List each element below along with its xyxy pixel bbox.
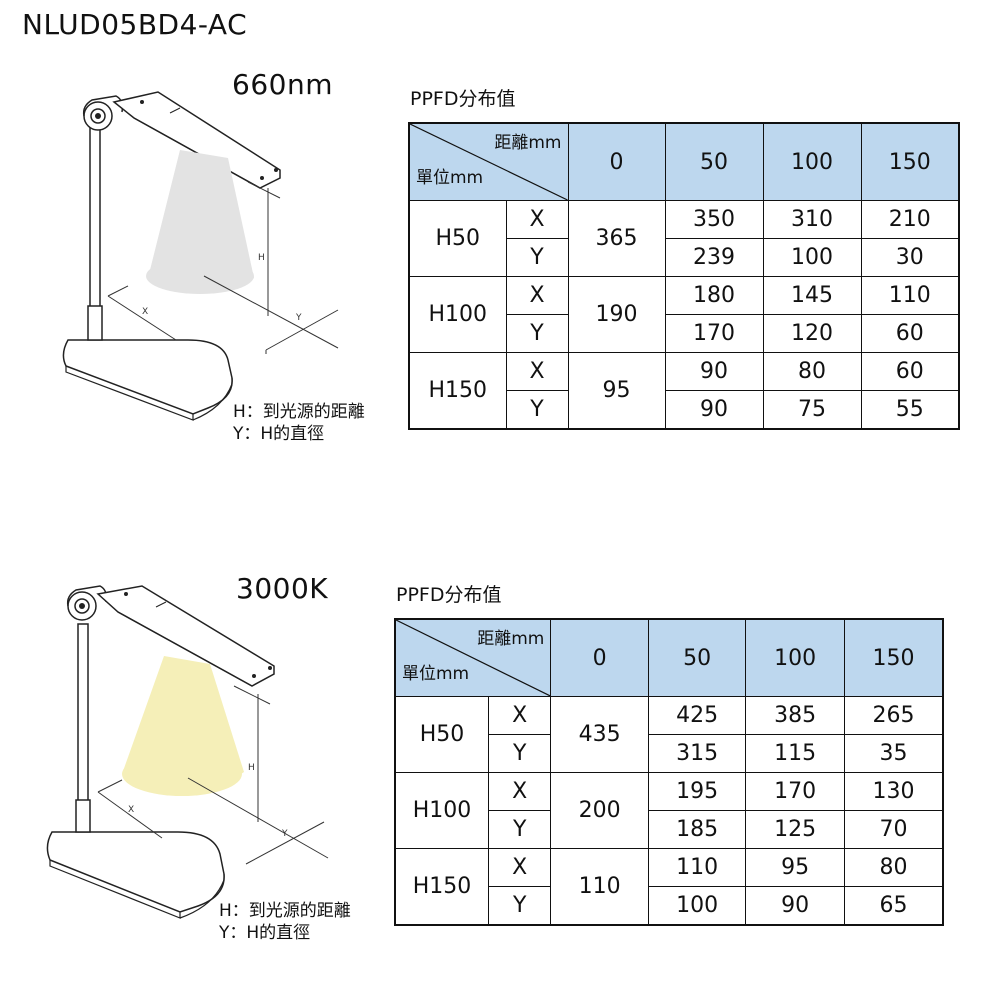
table-cell: 310 [762,200,862,239]
table-cell: 110 [860,276,960,315]
table-cell: 195 [647,772,747,811]
legend-y: Y：H的直徑 [219,923,311,943]
legend-y: Y：H的直徑 [233,424,325,444]
row-height-label: H100 [408,276,507,353]
legend-h: H：到光源的距離 [219,901,351,921]
table-cell: 125 [745,810,845,849]
column-header: 0 [550,618,649,697]
table-cell: 239 [664,238,764,277]
table-cell: 425 [647,696,747,735]
axis-y: Y [487,734,552,773]
x-dim-label: X [128,805,134,815]
model-title: NLUD05BD4-AC [22,8,248,41]
table-cell: 60 [860,352,960,391]
row-height-label: H100 [394,772,489,849]
table-cell: 90 [745,886,845,926]
table-cell: 315 [647,734,747,773]
center-value: 435 [550,696,649,773]
corner-unit: 單位mm [402,664,470,684]
table-cell: 90 [664,352,764,391]
spec-label: 660nm [232,68,333,101]
axis-y: Y [487,886,552,926]
table-cell: 385 [745,696,845,735]
table-cell: 110 [647,848,747,887]
center-value: 200 [550,772,649,849]
axis-x: X [505,352,569,391]
corner-distance: 距離mm [477,629,545,649]
center-value: 95 [567,352,666,430]
column-header: 150 [860,122,960,201]
table-corner: 距離mm 單位mm [394,618,552,697]
table-cell: 170 [664,314,764,353]
axis-y: Y [505,314,569,353]
center-value: 190 [567,276,666,353]
table-cell: 55 [860,390,960,430]
center-value: 365 [567,200,666,277]
row-height-label: H50 [394,696,489,773]
corner-unit: 單位mm [416,168,484,188]
axis-y: Y [505,390,569,430]
table-cell: 65 [843,886,944,926]
table-cell: 100 [647,886,747,926]
ppfd-title: PPFD分布值 [410,88,516,110]
corner-distance: 距離mm [494,133,562,153]
legend: H：到光源的距離 Y：H的直徑 [219,900,351,944]
table-cell: 30 [860,238,960,277]
column-header: 100 [745,618,845,697]
column-header: 150 [843,618,944,697]
ppfd-table: 距離mm 單位mm 0 50 100 150 H50 X 365 350 310… [408,122,960,430]
axis-y: Y [505,238,569,277]
axis-x: X [487,696,552,735]
center-value: 110 [550,848,649,926]
lamp-diagram: H X Y [62,91,339,421]
table-cell: 145 [762,276,862,315]
table-cell: 210 [860,200,960,239]
section-3000k: 3000K H X Y H：到光源的 [0,558,1000,978]
row-height-label: H150 [408,352,507,430]
x-dim-label: X [142,307,148,317]
table-cell: 60 [860,314,960,353]
table-cell: 350 [664,200,764,239]
axis-x: X [487,772,552,811]
column-header: 50 [664,122,764,201]
table-cell: 180 [664,276,764,315]
table-cell: 170 [745,772,845,811]
y-dim-label: Y [281,829,288,839]
table-cell: 80 [843,848,944,887]
legend-h: H：到光源的距離 [233,402,365,422]
ppfd-table: 距離mm 單位mm 0 50 100 150 H50 X 435 425 385… [394,618,944,926]
axis-x: X [505,200,569,239]
table-cell: 75 [762,390,862,430]
row-height-label: H50 [408,200,507,277]
table-cell: 130 [843,772,944,811]
legend: H：到光源的距離 Y：H的直徑 [233,401,365,445]
ppfd-title: PPFD分布值 [396,584,502,606]
row-height-label: H150 [394,848,489,926]
table-cell: 120 [762,314,862,353]
spec-label: 3000K [236,572,329,605]
column-header: 100 [762,122,862,201]
table-corner: 距離mm 單位mm [408,122,569,201]
h-dim-label: H [248,763,255,773]
table-cell: 100 [762,238,862,277]
column-header: 50 [647,618,747,697]
column-header: 0 [567,122,666,201]
axis-y: Y [487,810,552,849]
axis-x: X [487,848,552,887]
axis-x: X [505,276,569,315]
table-cell: 90 [664,390,764,430]
table-cell: 70 [843,810,944,849]
table-cell: 35 [843,734,944,773]
section-660nm: 660nm H X Y H [0,60,1000,480]
y-dim-label: Y [295,313,302,323]
lamp-diagram: H X Y [46,585,329,919]
table-cell: 80 [762,352,862,391]
table-cell: 265 [843,696,944,735]
table-cell: 115 [745,734,845,773]
h-dim-label: H [258,253,265,263]
table-cell: 185 [647,810,747,849]
table-cell: 95 [745,848,845,887]
